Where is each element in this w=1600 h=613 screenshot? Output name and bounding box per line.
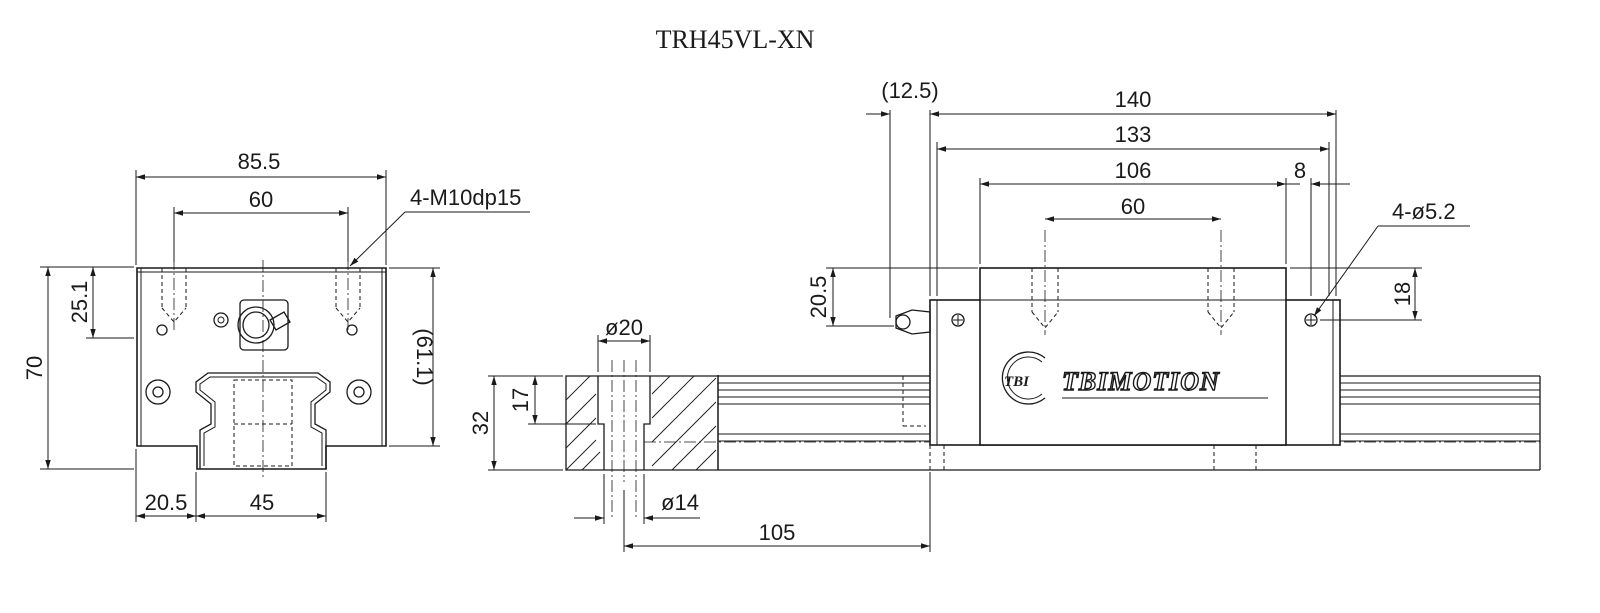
dim-hole-pitch-front: 60 <box>249 187 273 212</box>
side-view: TBI TBIMOTION (12.5) 140 133 106 8 60 4-… <box>468 78 1541 552</box>
dim-length-steel: 106 <box>1115 158 1152 183</box>
tbi-logo: TBI TBIMOTION <box>1001 351 1268 405</box>
dim-hole-dia: ø14 <box>661 490 699 515</box>
logo-text: TBI <box>1004 374 1030 390</box>
dim-hole-pitch-side: 60 <box>1121 194 1145 219</box>
dim-counterbore-dia: ø20 <box>605 315 643 340</box>
rail-section <box>565 360 719 520</box>
brand-name: TBIMOTION <box>1062 367 1220 396</box>
dim-width-overall: 85.5 <box>238 149 281 174</box>
label-tap-spec: 4-M10dp15 <box>410 185 521 210</box>
dim-grease-height: 20.5 <box>806 276 831 319</box>
dim-side-offset: 20.5 <box>145 490 188 515</box>
label-side-holes: 4-ø5.2 <box>1392 199 1456 224</box>
dim-height-block: (61.1) <box>412 328 437 385</box>
dim-hole-pitch-rail: 105 <box>759 520 796 545</box>
drawing-title: TRH45VL-XN <box>656 25 815 54</box>
dim-grease-offset: (12.5) <box>881 78 938 103</box>
dim-length-body: 133 <box>1115 122 1152 147</box>
dim-side-hole-height: 18 <box>1390 282 1415 306</box>
dim-rail-width: 45 <box>250 490 274 515</box>
dim-height-total: 70 <box>22 356 47 380</box>
front-view: 85.5 60 4-M10dp15 70 25.1 (61.1) 20.5 45 <box>22 149 530 522</box>
dim-height-top: 25.1 <box>67 281 92 324</box>
dim-length-overall: 140 <box>1115 87 1152 112</box>
dim-seal-width: 8 <box>1294 158 1306 183</box>
dim-counterbore-depth: 17 <box>508 388 533 412</box>
carriage-block-side <box>895 230 1341 470</box>
dim-rail-height: 32 <box>468 411 493 435</box>
rail-profile <box>195 372 331 469</box>
